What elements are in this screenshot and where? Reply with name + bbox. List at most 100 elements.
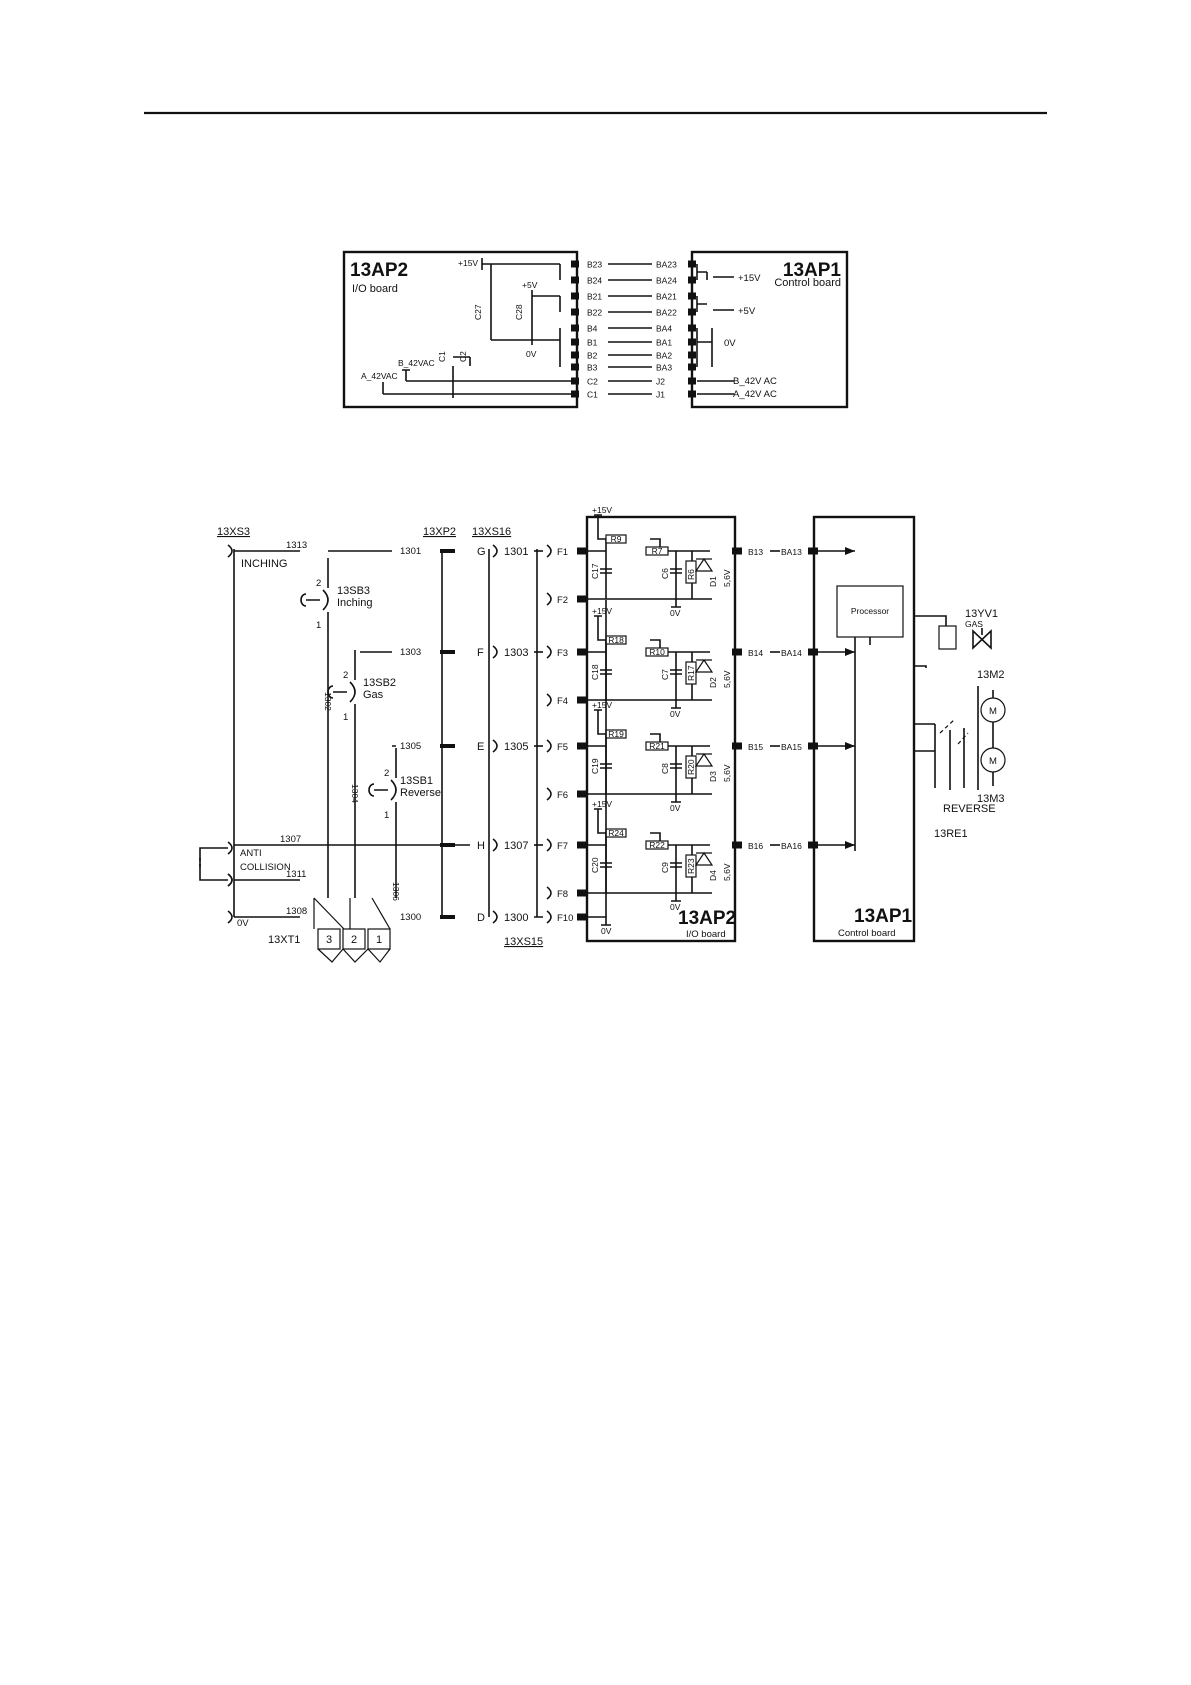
control-input-diagram: 13XS3 13XP2 13XS16 13XS15 INCHING ANTI C… <box>199 505 1006 963</box>
channel-ret-pin: F8 <box>557 889 568 900</box>
channel-in-pin: F3 <box>557 648 568 659</box>
xs15-socket <box>546 838 552 852</box>
terminal-number: 1 <box>376 934 382 946</box>
io-caps <box>452 356 471 398</box>
ctrl-in-label: BA14 <box>781 648 802 658</box>
bottom-ground <box>587 916 611 926</box>
switch-name: Reverse <box>400 787 441 799</box>
ctrl-pin <box>688 276 696 284</box>
ctrl-pin-label: BA4 <box>656 324 672 334</box>
io-ret-pin <box>577 889 587 897</box>
xs15-label: 13XS15 <box>504 936 543 948</box>
io-ret-pin <box>577 595 587 603</box>
ground <box>671 794 681 803</box>
supply-label: +15V <box>592 700 612 710</box>
switch-name: Inching <box>337 597 372 609</box>
switch-bottom-terminal: 1 <box>316 620 321 631</box>
cap-out-label: C7 <box>660 669 670 680</box>
channel-wire: 1305 <box>504 741 528 753</box>
resistor-series <box>645 647 669 657</box>
channel-ret-pin: F2 <box>557 595 568 606</box>
supply-link <box>594 615 606 641</box>
io-pin-label: B4 <box>587 324 598 334</box>
ctrl-b42-label: B_42V AC <box>733 376 777 387</box>
resistor-in-label: R24 <box>608 828 624 838</box>
switch-wire-label: 1306 <box>391 882 401 901</box>
io-out-label: B13 <box>748 547 763 557</box>
switch-id: 13SB3 <box>337 585 370 597</box>
switch-wire-label: 1302 <box>323 692 333 711</box>
cap-out-label: C8 <box>660 763 670 774</box>
channel-letter: E <box>477 741 484 753</box>
zener-label: 5,6V <box>722 569 732 587</box>
io-out-label: B15 <box>748 742 763 752</box>
zener-diode <box>694 752 714 767</box>
io-pin <box>571 351 579 359</box>
io-in-pin <box>577 841 587 849</box>
terminal <box>367 928 391 950</box>
switch-id: 13SB1 <box>400 775 433 787</box>
terminal-number: 2 <box>351 934 357 946</box>
resistor-out-label: R20 <box>686 759 696 775</box>
lower-io-board-subtitle: I/O board <box>686 929 726 940</box>
ctrl-pin-label: BA2 <box>656 351 672 361</box>
io-ret-pin <box>577 790 587 798</box>
resistor-in-label: R9 <box>611 534 622 544</box>
io-5v-label: +5V <box>522 280 538 290</box>
left-wire-label: 1313 <box>286 540 307 551</box>
channel-wire: 1303 <box>504 647 528 659</box>
io-pin <box>571 390 579 398</box>
xs3-socket <box>227 910 233 924</box>
anti-collision-link <box>199 841 233 887</box>
terminal-cross <box>317 948 391 963</box>
io-pin-label: B3 <box>587 363 598 373</box>
output-wires <box>914 615 947 752</box>
cap-c28-label: C28 <box>514 304 524 320</box>
right-wire-label: 1305 <box>400 741 421 752</box>
ctrl-pin-label: J2 <box>656 377 665 387</box>
bottom-wire: 1300 <box>504 912 528 924</box>
xs16-label: 13XS16 <box>472 526 511 538</box>
upper-io-board-subtitle: I/O board <box>352 283 398 295</box>
resistor-series-label: R21 <box>649 741 665 751</box>
zener-label: 5,6V <box>722 863 732 881</box>
resistor-series-label: R22 <box>649 840 665 850</box>
io-in-pin <box>577 742 587 750</box>
anti-label: ANTI <box>240 848 262 859</box>
io-pin <box>571 292 579 300</box>
xs15-socket <box>546 544 552 558</box>
signal-arrow <box>845 648 855 656</box>
switch-top-terminal: 2 <box>316 578 321 589</box>
xs3-socket <box>227 544 233 558</box>
ground-label: 0V <box>670 902 681 912</box>
ctrl-pin <box>688 338 696 346</box>
io-bottom-pin <box>577 913 587 921</box>
bottom-letter: D <box>477 912 485 924</box>
io-15v-rail <box>481 258 561 280</box>
ctrl-pin-label: BA1 <box>656 338 672 348</box>
io-0v-rail <box>490 264 561 367</box>
channel-in-pin: F1 <box>557 547 568 558</box>
channel-ret-pin: F4 <box>557 696 568 707</box>
ctrl-pin <box>688 363 696 371</box>
io-out-pin <box>732 841 742 849</box>
ctrl-bus-5v <box>696 296 734 312</box>
terminal-number: 3 <box>326 934 332 946</box>
io-pin-label: B22 <box>587 308 602 318</box>
ctrl-bus-0v <box>696 328 713 367</box>
cap-in-label: C19 <box>590 758 600 774</box>
io-b42-label: B_42VAC <box>398 358 435 368</box>
signal-arrow <box>845 547 855 555</box>
resistor-out-label: R6 <box>686 569 696 580</box>
valve-symbol <box>972 628 992 650</box>
diode-label: D1 <box>708 576 718 587</box>
ctrl-in-label: BA16 <box>781 841 802 851</box>
valve-id: 13YV1 <box>965 608 998 620</box>
cap-in-label: C20 <box>590 857 600 873</box>
resistor-in-label: R18 <box>608 635 624 645</box>
xs16-socket <box>492 739 498 753</box>
upper-io-board-title: 13AP2 <box>350 260 408 281</box>
supply-link <box>594 709 606 735</box>
zener-label: 5,6V <box>722 670 732 688</box>
